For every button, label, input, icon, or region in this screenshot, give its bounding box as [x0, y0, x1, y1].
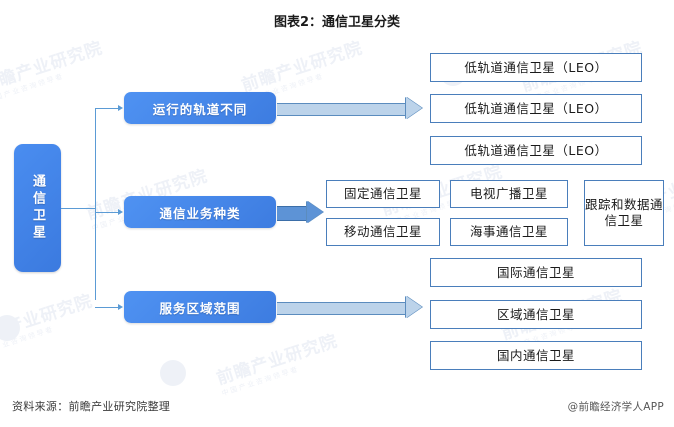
connector-branch-2	[95, 307, 119, 308]
watermark-sub: 中国产业咨询领导者	[0, 325, 56, 358]
arrow-shaft	[277, 102, 406, 116]
arrow-head-icon	[307, 201, 323, 223]
block-arrow-service-type	[277, 201, 323, 223]
connector-branch-1	[95, 212, 119, 213]
connector-arrowhead-0	[118, 104, 123, 111]
chart-title: 图表2：通信卫星分类	[273, 15, 401, 30]
connector-arrowhead-2	[118, 303, 123, 310]
arrow-shaft	[277, 205, 308, 221]
connector-arrowhead-1	[118, 208, 123, 215]
leaf-orbit-0[interactable]: 低轨道通信卫星（LEO）	[430, 53, 642, 82]
watermark: 前瞻产业研究院中国产业咨询领导者	[213, 326, 344, 398]
leaf-service-maritime[interactable]: 海事通信卫星	[450, 218, 568, 246]
block-arrow-coverage	[277, 296, 422, 318]
leaf-orbit-1[interactable]: 低轨道通信卫星（LEO）	[430, 94, 642, 123]
arrow-shaft	[277, 301, 406, 315]
leaf-service-tv[interactable]: 电视广播卫星	[450, 180, 568, 208]
watermark: 前瞻产业研究院中国产业咨询领导者	[0, 33, 108, 105]
leaf-coverage-international[interactable]: 国际通信卫星	[430, 258, 642, 287]
watermark-logo-icon	[0, 315, 20, 341]
arrow-head-icon	[406, 296, 422, 318]
watermark-main: 前瞻产业研究院	[0, 38, 106, 97]
leaf-service-fixed[interactable]: 固定通信卫星	[326, 180, 440, 208]
watermark-sub: 中国产业咨询领导者	[0, 72, 66, 105]
branch-node-service-type[interactable]: 通信业务种类	[124, 196, 276, 228]
arrow-head-icon	[406, 97, 422, 119]
leaf-coverage-regional[interactable]: 区域通信卫星	[430, 300, 642, 329]
attribution: @前瞻经济学人APP	[567, 401, 664, 413]
leaf-orbit-2[interactable]: 低轨道通信卫星（LEO）	[430, 136, 642, 165]
root-node[interactable]: 通信卫星	[14, 144, 61, 272]
branch-node-coverage[interactable]: 服务区域范围	[124, 291, 276, 323]
source-note: 资料来源：前瞻产业研究院整理	[12, 400, 171, 413]
branch-node-orbit[interactable]: 运行的轨道不同	[124, 92, 276, 124]
watermark-main: 前瞻产业研究院	[239, 38, 366, 97]
watermark: 前瞻产业研究院中国产业咨询领导者	[0, 286, 98, 358]
watermark-main: 前瞻产业研究院	[214, 331, 341, 390]
watermark-main: 前瞻产业研究院	[0, 291, 96, 350]
connector-branch-0	[95, 108, 119, 109]
connector-trunk	[95, 108, 96, 300]
block-arrow-orbit	[277, 97, 422, 119]
root-node-label: 通信卫星	[30, 174, 45, 242]
watermark-sub: 中国产业咨询领导者	[220, 365, 301, 398]
connector-root-stem	[61, 208, 95, 209]
leaf-coverage-domestic[interactable]: 国内通信卫星	[430, 341, 642, 370]
leaf-service-mobile[interactable]: 移动通信卫星	[326, 218, 440, 246]
watermark-logo-icon	[160, 360, 186, 386]
leaf-service-tracking[interactable]: 跟踪和数据通信卫星	[584, 180, 664, 246]
